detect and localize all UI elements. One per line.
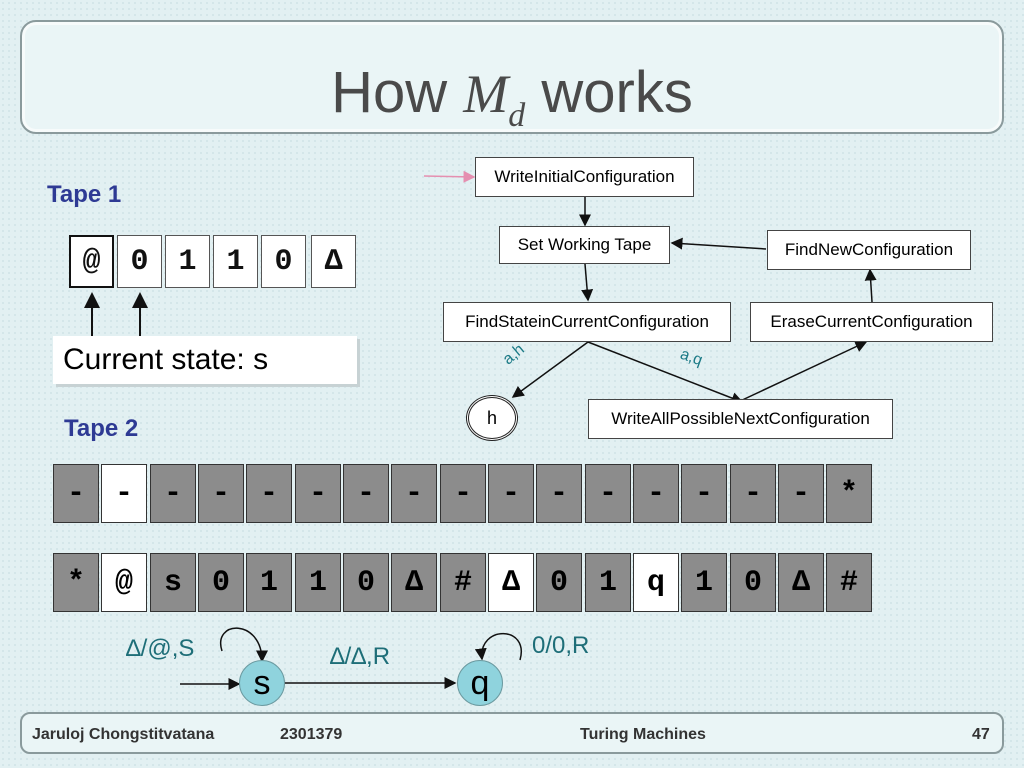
tape2-row1-cell: - [343,464,389,523]
tape2-row1-cell: - [730,464,776,523]
tape2-row2-cell: * [53,553,99,612]
tape1-cell: ∆ [311,235,356,288]
tape2-row1-cell: - [101,464,147,523]
footer: Jaruloj Chongstitvatana 2301379 Turing M… [20,712,1004,754]
tape2-row2-cell: q [633,553,679,612]
tape2-row1-cell: * [826,464,872,523]
tape2-row1-cell: - [778,464,824,523]
arrow-writeall-to-erase [737,341,868,403]
node-find-new: FindNewConfiguration [767,230,971,270]
tape1-cell: @ [69,235,114,288]
tape1-cell: 1 [165,235,210,288]
node-find-state: FindStateinCurrentConfiguration [443,302,731,342]
tape1-cell: 0 [261,235,306,288]
tape1-cell: 1 [213,235,258,288]
tape2-row2-cell: 0 [730,553,776,612]
tape2-row2-cell: ∆ [488,553,534,612]
tape2-row2-cell: 0 [536,553,582,612]
tape1-cell: 0 [117,235,162,288]
tape2-row1-cell: - [198,464,244,523]
tape2-row2-cell: 0 [198,553,244,612]
tape2-row2-cell: ∆ [391,553,437,612]
tape2-row1-cell: - [53,464,99,523]
tape2-row2-cell: @ [101,553,147,612]
loop-q [474,632,523,661]
arrow-findnew-to-set [670,237,767,250]
halt-node: h [466,395,518,441]
tape1-label: Tape 1 [47,181,122,208]
slide-title: How Md works [22,64,1002,133]
footer-author: Jaruloj Chongstitvatana [32,726,215,743]
tape2-row2-cell: 1 [681,553,727,612]
current-state-box: Current state: s [53,336,357,384]
tape2-row2-cell: # [440,553,486,612]
tape2-row1-cell: - [440,464,486,523]
state-q: q [457,660,503,706]
tape2-row1-cell: - [488,464,534,523]
node-write-all: WriteAllPossibleNextConfiguration [588,399,893,439]
title-var: M [463,64,509,124]
tape2-row1-cell: - [150,464,196,523]
footer-course: 2301379 [280,726,343,743]
arrow-set-to-findstate [581,263,594,302]
tape2-row2-cell: 1 [295,553,341,612]
arrow-findstate-to-h [511,341,589,398]
arrow-findstate-to-writeall [587,341,744,404]
footer-page: 47 [972,726,990,743]
tape2-row2-cell: 0 [343,553,389,612]
tape2-label: Tape 2 [64,415,139,442]
footer-topic: Turing Machines [580,726,706,743]
label-loop-s: ∆/@,S [126,635,195,662]
tape2-row2-cell: # [826,553,872,612]
state-s: s [239,660,285,706]
title-suffix: works [541,60,693,125]
tape2-row2-cell: 1 [585,553,631,612]
node-write-initial: WriteInitialConfiguration [475,157,694,197]
tape2-row1-cell: - [681,464,727,523]
tape2-row1-cell: - [633,464,679,523]
title-box: How Md works [20,20,1004,134]
tape2-row1-cell: - [246,464,292,523]
node-erase-current: EraseCurrentConfiguration [750,302,993,342]
arrow-erase-to-findnew [864,268,877,303]
label-loop-q: 0/0,R [532,632,590,659]
entry-arrow [423,170,476,183]
tape2-row1-cell: - [585,464,631,523]
tape2-row1-cell: - [295,464,341,523]
tape2-row1-cell: - [536,464,582,523]
tape2-row1-cell: - [391,464,437,523]
title-prefix: How [331,60,448,125]
tape2-row2-cell: ∆ [778,553,824,612]
title-sub: d [508,97,526,134]
loop-s [219,627,268,663]
tape2-row2-cell: 1 [246,553,292,612]
node-set-working-tape: Set Working Tape [499,226,670,264]
label-s-to-q: ∆/∆,R [330,643,391,670]
tape2-row2-cell: s [150,553,196,612]
